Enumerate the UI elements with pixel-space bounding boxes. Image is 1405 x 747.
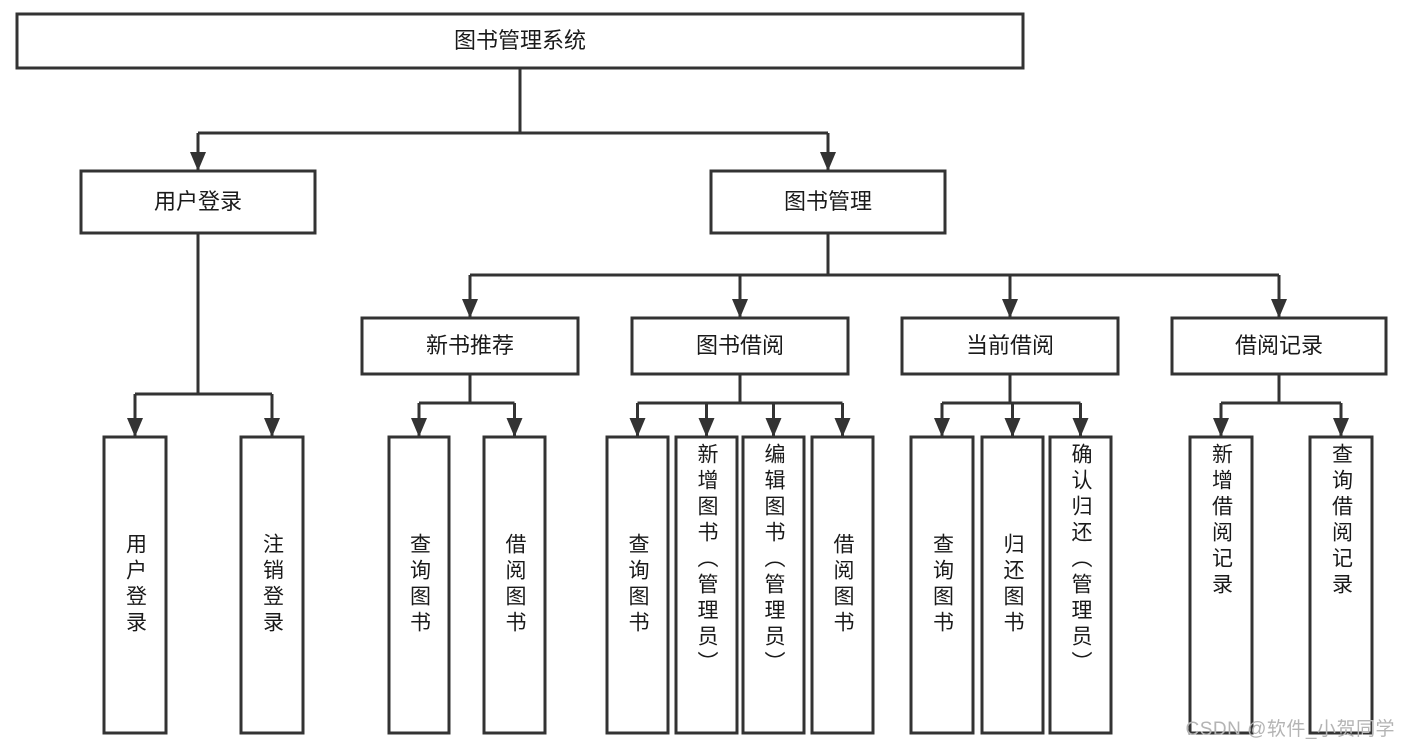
node-label-level2-0: 用户登录 <box>154 189 242 214</box>
arrow-head-icon <box>1004 418 1021 437</box>
node-leaf-12[interactable] <box>1308 435 1374 735</box>
node-box-layer <box>15 12 1388 735</box>
arrow-head-icon <box>732 299 748 318</box>
arrow-head-icon <box>629 418 646 437</box>
arrow-head-icon <box>834 418 851 437</box>
node-leaf-11[interactable] <box>1188 435 1254 735</box>
node-leaf-10[interactable] <box>1048 435 1113 735</box>
node-level2-1[interactable] <box>709 169 947 235</box>
node-leaf-8[interactable] <box>909 435 975 735</box>
node-label-level3-1: 图书借阅 <box>696 333 784 358</box>
arrow-head-icon <box>934 418 950 437</box>
node-level3-2[interactable] <box>900 316 1120 376</box>
arrow-head-icon <box>127 418 143 437</box>
arrow-head-icon <box>1333 418 1349 437</box>
node-level3-3[interactable] <box>1170 316 1388 376</box>
arrow-head-icon <box>264 418 280 437</box>
node-label-level3-3: 借阅记录 <box>1235 333 1323 358</box>
node-level3-0[interactable] <box>360 316 580 376</box>
node-leaf-7[interactable] <box>810 435 875 735</box>
node-leaf-0[interactable] <box>102 435 168 735</box>
arrow-head-icon <box>1271 299 1287 318</box>
arrow-head-icon <box>698 418 715 437</box>
node-leaf-9[interactable] <box>980 435 1045 735</box>
node-leaf-5[interactable] <box>674 435 739 735</box>
arrow-head-icon <box>820 152 836 171</box>
node-level3-1[interactable] <box>630 316 850 376</box>
connector-layer <box>127 68 1349 437</box>
arrow-head-icon <box>765 418 782 437</box>
arrow-head-icon <box>411 418 427 437</box>
node-label-level3-2: 当前借阅 <box>966 333 1054 358</box>
arrow-head-icon <box>190 152 206 171</box>
arrow-head-icon <box>462 299 478 318</box>
node-leaf-6[interactable] <box>741 435 806 735</box>
arrow-head-icon <box>1213 418 1229 437</box>
arrow-head-icon <box>1002 299 1018 318</box>
csdn-watermark: CSDN @软件_小贺同学 <box>1185 719 1395 740</box>
node-root-图书管理系统[interactable] <box>15 12 1025 70</box>
node-label-level2-1: 图书管理 <box>784 189 872 214</box>
node-leaf-4[interactable] <box>605 435 670 735</box>
node-leaf-3[interactable] <box>482 435 547 735</box>
arrow-head-icon <box>1072 418 1089 437</box>
node-level2-0[interactable] <box>79 169 317 235</box>
node-label-level3-0: 新书推荐 <box>426 333 514 358</box>
arrow-head-icon <box>506 418 523 437</box>
node-leaf-2[interactable] <box>387 435 451 735</box>
node-label-root: 图书管理系统 <box>454 28 586 53</box>
node-leaf-1[interactable] <box>239 435 305 735</box>
